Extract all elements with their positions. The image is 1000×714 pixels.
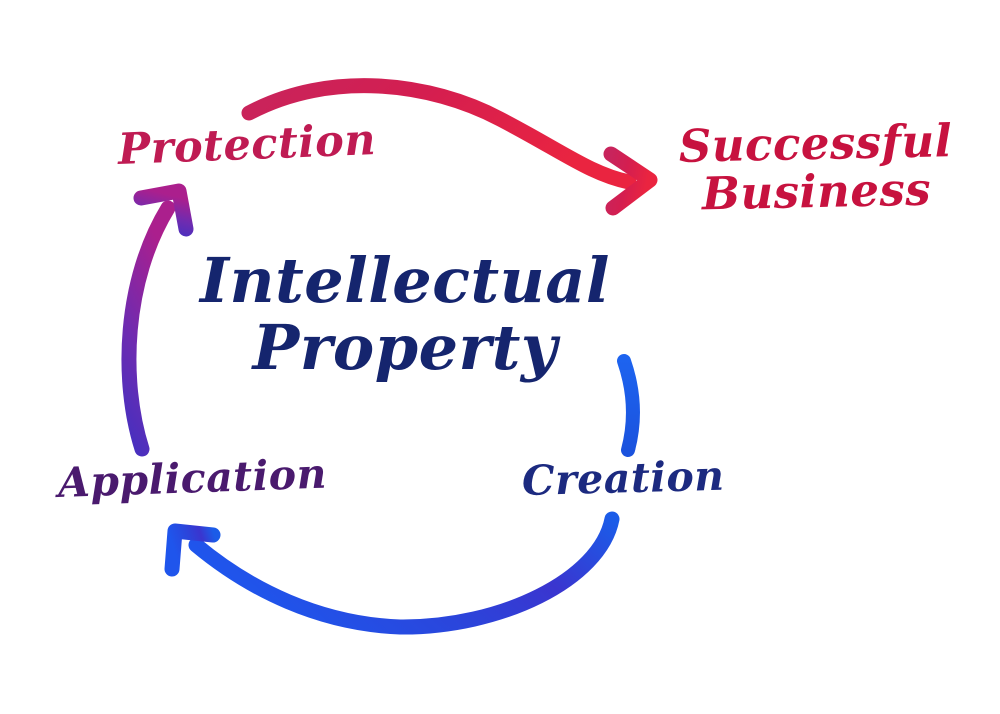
node-label-successful-business-line2: Business	[701, 162, 932, 221]
center-title-line2: Property	[252, 310, 558, 384]
center-title-line1: Intellectual	[200, 244, 610, 317]
node-label-creation: Creation	[521, 451, 726, 505]
connector-path	[617, 354, 640, 457]
node-label-protection: Protection	[117, 115, 377, 175]
arrowhead-chevron-icon	[603, 146, 658, 216]
connector-application-to-protection	[121, 183, 194, 457]
connector-creation-inflow	[617, 354, 640, 457]
connector-path	[241, 78, 637, 190]
connector-protection-to-business	[241, 78, 658, 216]
connector-path	[121, 200, 176, 457]
node-label-application: Application	[57, 449, 328, 507]
arrowhead-chevron-icon	[164, 523, 221, 577]
arrowhead-chevron-icon	[133, 183, 194, 237]
connector-path	[188, 511, 620, 635]
connector-creation-to-application	[164, 511, 620, 635]
